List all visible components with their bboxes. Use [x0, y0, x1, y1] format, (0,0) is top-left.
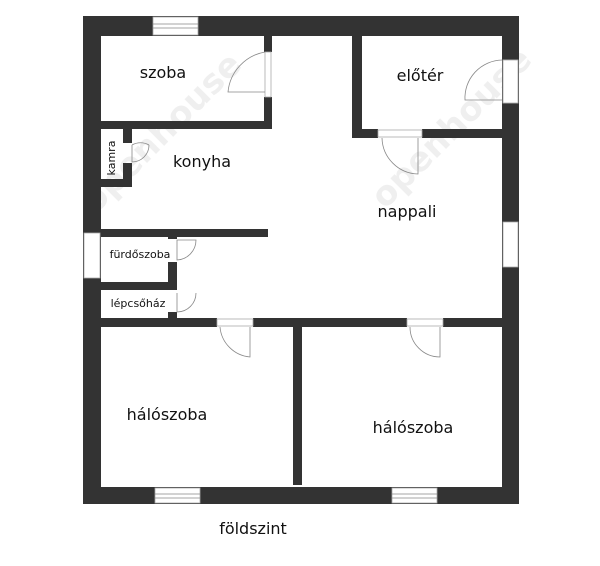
room-label-lepcsohaz: lépcsőház [111, 297, 166, 310]
room-label-haloszoba-left: hálószoba [127, 405, 208, 424]
window-right-nappali [502, 221, 519, 268]
room-label-kamra: kamra [105, 141, 118, 176]
window-bottom-left [154, 487, 201, 504]
room-label-nappali: nappali [378, 202, 437, 221]
window-bottom-right [391, 487, 438, 504]
room-label-szoba: szoba [140, 63, 186, 82]
window-left-furdo [83, 232, 101, 279]
doors [131, 51, 519, 358]
room-label-konyha: konyha [173, 152, 231, 171]
room-label-eloter: előtér [397, 66, 444, 85]
interior-walls [101, 36, 502, 485]
window-top [152, 16, 199, 36]
floor-label: földszint [219, 519, 287, 538]
room-label-furdoszoba: fürdőszoba [110, 248, 171, 261]
room-label-haloszoba-right: hálószoba [373, 418, 454, 437]
